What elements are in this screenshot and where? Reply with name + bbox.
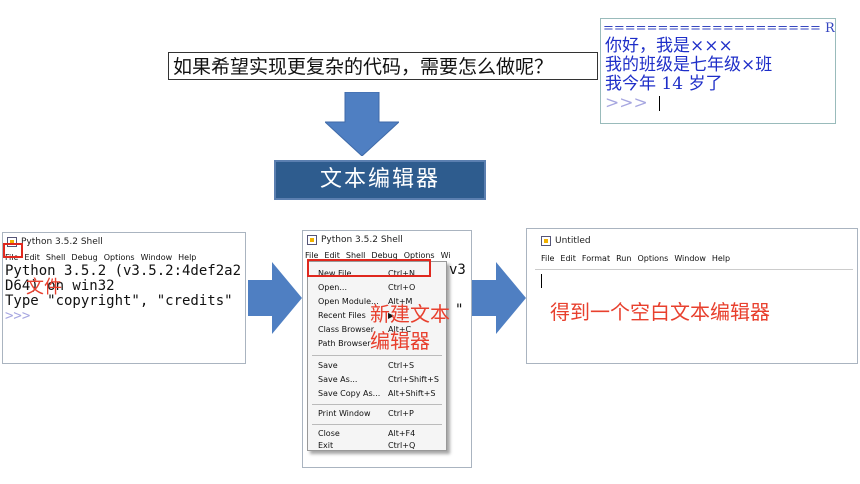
window-titlebar: Untitled	[527, 229, 857, 251]
menu-bar: File Edit Format Run Options Window Help	[527, 251, 857, 267]
menu-shell[interactable]: Shell	[345, 251, 366, 260]
menu-separator	[312, 424, 442, 425]
text-cursor	[659, 96, 661, 111]
menu-item-open-module[interactable]: Open Module...Alt+M	[318, 297, 413, 306]
window-titlebar: Python 3.5.2 Shell	[303, 231, 471, 249]
menu-window[interactable]: Window	[674, 254, 706, 263]
menu-file[interactable]: File	[305, 251, 319, 260]
annotation-new-editor: 编辑器	[370, 329, 430, 353]
menu-edit[interactable]: Edit	[560, 254, 576, 263]
shell-output-line: 你好，我是×××	[605, 36, 733, 56]
menu-options[interactable]: Options	[403, 251, 435, 260]
menu-options[interactable]: Options	[637, 254, 669, 263]
menu-item-open[interactable]: Open...Ctrl+O	[318, 283, 416, 292]
file-menu-highlight	[3, 243, 23, 258]
menu-item-recent-files[interactable]: Recent Files▶	[318, 311, 395, 320]
menu-debug[interactable]: Debug	[71, 253, 98, 262]
shell-output-panel: ==================== RE 你好，我是××× 我的班级是七年…	[600, 18, 836, 124]
menu-options[interactable]: Options	[103, 253, 135, 262]
new-file-highlight	[307, 259, 431, 277]
menu-debug[interactable]: Debug	[371, 251, 398, 260]
untitled-editor-window: Untitled File Edit Format Run Options Window H…	[526, 228, 858, 364]
annotation-file: 文件	[26, 277, 62, 298]
menu-run[interactable]: Run	[616, 254, 632, 263]
right-arrow-icon	[248, 262, 302, 334]
shell-banner-line: Python 3.5.2 (v3.5.2:4def2a2	[5, 263, 242, 279]
menu-help[interactable]: Help	[178, 253, 197, 262]
window-titlebar: Python 3.5.2 Shell	[3, 233, 245, 251]
right-arrow-icon	[472, 262, 526, 334]
python-app-icon	[541, 236, 551, 246]
text-cursor	[541, 274, 542, 288]
menu-item-save-as[interactable]: Save As...Ctrl+Shift+S	[318, 375, 439, 384]
window-title: Untitled	[555, 236, 591, 246]
text-editor-banner: 文本编辑器	[274, 160, 486, 200]
annotation-result: 得到一个空白文本编辑器	[550, 300, 770, 324]
down-arrow-icon	[325, 92, 399, 156]
editor-text-area[interactable]	[535, 269, 853, 360]
shell-prompt[interactable]: >>>	[5, 308, 31, 324]
menu-item-path-browser[interactable]: Path Browser	[318, 339, 371, 348]
annotation-new-editor: 新建文本	[370, 302, 450, 326]
window-title: Python 3.5.2 Shell	[321, 235, 403, 245]
menu-window[interactable]: Wi	[440, 251, 451, 260]
shell-prompt-line[interactable]: >>>	[601, 94, 835, 113]
shell-banner-line: Type "copyright", "credits"	[5, 293, 233, 309]
window-title: Python 3.5.2 Shell	[21, 237, 103, 247]
menu-separator	[312, 355, 442, 356]
menu-shell[interactable]: Shell	[45, 253, 66, 262]
menu-bar: File Edit Shell Debug Options Wi	[303, 249, 471, 262]
menu-format[interactable]: Format	[581, 254, 611, 263]
menu-window[interactable]: Window	[140, 253, 173, 262]
shell-banner-line: D64) on win32	[5, 278, 115, 294]
question-box: 如果希望实现更复杂的代码，需要怎么做呢？	[168, 52, 598, 80]
shell-output-line: 我的班级是七年级×班	[605, 55, 773, 75]
menu-edit[interactable]: Edit	[24, 253, 40, 262]
python-app-icon	[7, 237, 17, 247]
python-app-icon	[307, 235, 317, 245]
menu-edit[interactable]: Edit	[324, 251, 340, 260]
shell-text-partial: v3	[449, 262, 466, 278]
menu-help[interactable]: Help	[711, 254, 731, 263]
menu-separator	[312, 404, 442, 405]
shell-text-partial: "	[455, 302, 464, 318]
shell-restart-separator: ==================== RE	[603, 21, 836, 36]
shell-output-line: 我今年 14 岁了	[605, 74, 723, 94]
menu-file[interactable]: File	[541, 254, 555, 263]
menu-item-save-copy-as[interactable]: Save Copy As...Alt+Shift+S	[318, 389, 436, 398]
python-shell-file-menu-window: Python 3.5.2 Shell File Edit Shell Debug Opt…	[302, 230, 472, 468]
shell-prompt: >>>	[605, 93, 654, 113]
